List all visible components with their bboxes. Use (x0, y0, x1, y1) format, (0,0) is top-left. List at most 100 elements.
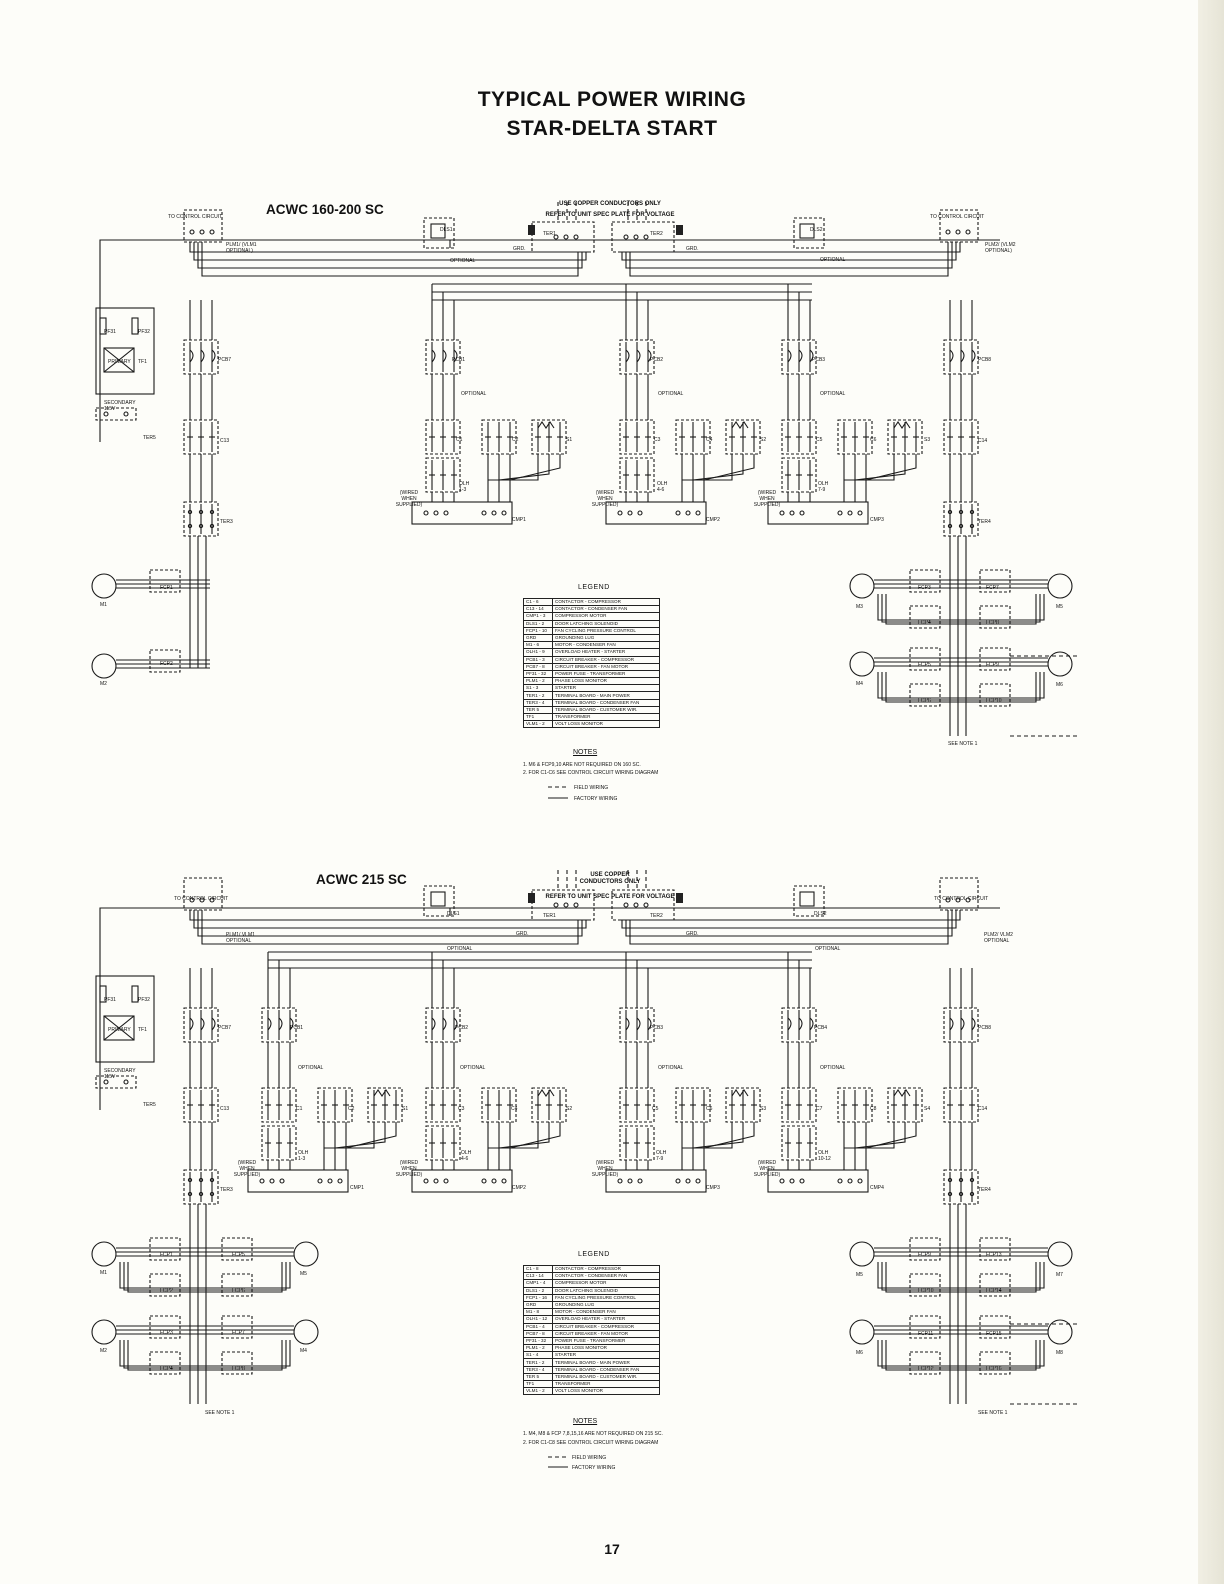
legend-code: GRD (523, 633, 553, 643)
motor-terminal (617, 510, 623, 516)
terminal (209, 509, 215, 515)
motor-terminal (685, 1178, 691, 1184)
diagram1-c13: C13 (220, 438, 230, 444)
terminal (187, 523, 193, 529)
diagram2-motor-m1: M1 (100, 1270, 107, 1276)
terminal (187, 1177, 193, 1183)
diagram1-control-left: TO CONTROL CIRCUIT (168, 214, 223, 220)
breaker-arc (200, 349, 205, 363)
legend-code: OLH1 - 9 (523, 648, 553, 657)
transformer-core (103, 347, 135, 373)
diagram2-pcb3: PCB3 (650, 1025, 664, 1031)
breaker-arc (787, 1017, 792, 1031)
diagram1-c4: C4 (706, 437, 713, 443)
diagram1-pcb7: PCB7 (218, 357, 232, 363)
breaker-arc (442, 1017, 447, 1031)
legend-code: S1 - 4 (523, 1351, 553, 1360)
diagram1-wired1: (WIRED WHEN SUPPLIED) (395, 490, 423, 508)
fcp-box (979, 605, 1011, 629)
legend-description: OVERLOAD HEATER - STARTER (552, 648, 660, 657)
diagram2-s1: S1 (402, 1106, 409, 1112)
diagram1-model: ACWC 160-200 SC (266, 202, 384, 217)
legend-code: FCP1 - 10 (523, 626, 553, 635)
fan-motor-m2 (91, 653, 117, 679)
delta-wire (682, 454, 733, 481)
diagram2-grd-right: GRD. (686, 931, 699, 937)
legend-code: M1 - 6 (523, 641, 553, 650)
breaker-arc (442, 349, 447, 363)
breaker-arc (200, 1017, 205, 1031)
legend-description: COMPRESSOR MOTOR (552, 1279, 660, 1288)
starter-resistor (893, 421, 911, 429)
fan-motor-right (1047, 651, 1073, 677)
diagram2-fcp14: FCP14 (986, 1288, 1002, 1294)
breaker-arc (949, 1017, 954, 1031)
breaker-arc (211, 1017, 216, 1031)
diagram2-fcp1: FCP1 (160, 1252, 173, 1258)
diagram1-cmp1: CMP1 (512, 517, 526, 523)
fcp-box (149, 1273, 181, 1297)
terminal (947, 523, 953, 529)
motor-terminal (317, 1178, 323, 1184)
legend-code: CMP1 - 4 (523, 1279, 553, 1288)
legend-code: PLM1 - 2 (523, 677, 553, 686)
diagram1-fcp9: FCP9 (986, 662, 999, 668)
diagram2-c1: C1 (296, 1106, 303, 1112)
bus-left (189, 910, 590, 921)
delta-wire (692, 1122, 744, 1149)
motor-terminal (637, 510, 643, 516)
fcp-box (909, 683, 941, 707)
transformer-core (103, 1015, 135, 1041)
legend-description: PHASE LOSS MONITOR (552, 1344, 660, 1353)
diagram2-secondary: SECONDARY 115V (104, 1068, 136, 1080)
delta-wire (865, 454, 917, 481)
motor-terminal (337, 1178, 343, 1184)
dls2-box (793, 217, 825, 249)
terminal (198, 1177, 204, 1183)
diagram2-pcb3-optional: OPTIONAL (658, 1065, 684, 1071)
diagram2-motor-m5: M5 (856, 1272, 863, 1278)
terminal (969, 1191, 975, 1197)
ground-lug (676, 225, 683, 235)
legend-code: PCB1 - 4 (523, 1322, 553, 1331)
legend-code: C13 - 14 (523, 605, 553, 614)
legend-code: PCB1 - 3 (523, 655, 553, 664)
bus-left (189, 242, 590, 253)
fan-motor-right (1047, 1241, 1073, 1267)
fan-motor-left (849, 573, 875, 599)
terminal (969, 509, 975, 515)
dls2-box (793, 885, 825, 917)
legend-code: PCB7 - 8 (523, 662, 553, 671)
motor-terminal (789, 1178, 795, 1184)
starter-resistor (731, 1089, 749, 1097)
compressor-motor-box (605, 1169, 707, 1193)
motor-terminal (279, 1178, 285, 1184)
fan-wire (877, 672, 1045, 699)
motor-terminal (433, 510, 439, 516)
starter-resistor (373, 1089, 391, 1097)
diagram2-voltage-note: REFER TO UNIT SPEC PLATE FOR VOLTAGE (545, 894, 675, 900)
compressor-motor-box (605, 501, 707, 525)
fcp-box (149, 1351, 181, 1375)
diagram2-c4: C4 (511, 1106, 518, 1112)
diagram2-dls2: DLS2 (814, 911, 827, 917)
diagram1-dls2: DLS2 (810, 227, 823, 233)
diagram1-pcb2: PCB2 (650, 357, 664, 363)
legend-description: POWER FUSE - TRANSFORMER (552, 1336, 660, 1346)
diagram2-pcb8: PCB8 (978, 1025, 992, 1031)
delta-wire (703, 1122, 755, 1149)
fan-wire (881, 672, 1041, 701)
legend-description: PHASE LOSS MONITOR (552, 677, 660, 686)
bus-left (197, 910, 583, 937)
compressor-motor-box (767, 1169, 869, 1193)
fuse-pf31 (99, 317, 107, 335)
motor-terminal (789, 510, 795, 516)
diagram1-grd-left: GRD. (513, 246, 526, 252)
